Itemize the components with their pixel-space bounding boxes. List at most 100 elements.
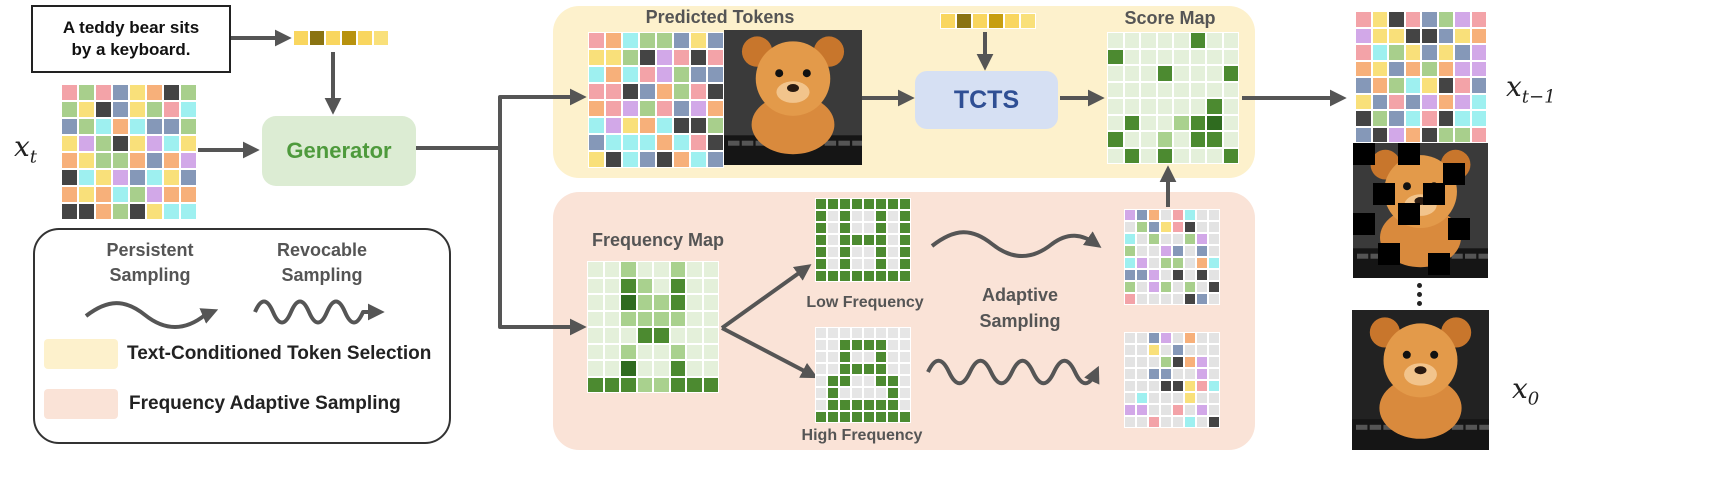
grid-cell <box>180 169 197 186</box>
prompt-line-2: by a keyboard. <box>71 40 191 59</box>
grid-cell <box>827 234 839 246</box>
grid-cell <box>686 277 703 294</box>
grid-cell <box>588 66 605 83</box>
grid-cell <box>1172 257 1184 269</box>
grid-cell <box>1136 281 1148 293</box>
grid-cell <box>1107 147 1124 164</box>
grid-cell <box>827 351 839 363</box>
grid-cell <box>887 198 899 210</box>
grid-cell <box>1470 93 1487 110</box>
grid-cell <box>839 375 851 387</box>
grid-cell <box>588 134 605 151</box>
grid-cell <box>1140 65 1157 82</box>
grid-cell <box>1123 32 1140 49</box>
grid-cell <box>653 343 670 360</box>
grid-cell <box>1189 65 1206 82</box>
grid-cell <box>851 399 863 411</box>
grid-cell <box>112 135 129 152</box>
grid-cell <box>1206 65 1223 82</box>
grid-cell <box>1208 257 1220 269</box>
grid-cell <box>815 270 827 282</box>
grid-cell <box>1136 233 1148 245</box>
grid-cell <box>112 203 129 220</box>
grid-cell <box>686 261 703 278</box>
grid-cell <box>702 277 719 294</box>
grid-cell <box>875 339 887 351</box>
grid-cell <box>1160 281 1172 293</box>
grid-cell <box>899 339 911 351</box>
grid-cell <box>180 84 197 101</box>
grid-cell <box>163 152 180 169</box>
grid-cell <box>851 246 863 258</box>
grid-cell <box>863 339 875 351</box>
final-teddy-photo <box>1352 310 1489 450</box>
grid-cell <box>887 399 899 411</box>
grid-cell <box>1208 404 1220 416</box>
grid-cell <box>863 363 875 375</box>
grid-cell <box>620 261 637 278</box>
grid-cell <box>1136 245 1148 257</box>
grid-cell <box>887 222 899 234</box>
grid-cell <box>827 210 839 222</box>
grid-cell <box>95 203 112 220</box>
grid-cell <box>1123 131 1140 148</box>
grid-cell <box>1148 233 1160 245</box>
grid-cell <box>1437 110 1454 127</box>
grid-cell <box>163 84 180 101</box>
grid-cell <box>827 327 839 339</box>
grid-cell <box>1437 60 1454 77</box>
grid-cell <box>1140 147 1157 164</box>
grid-cell <box>1421 77 1438 94</box>
grid-cell <box>887 363 899 375</box>
grid-cell <box>620 327 637 344</box>
grid-cell <box>636 376 653 393</box>
grid-cell <box>690 83 707 100</box>
grid-cell <box>1355 44 1372 61</box>
grid-cell <box>1206 114 1223 131</box>
grid-cell <box>1156 147 1173 164</box>
grid-cell <box>1454 77 1471 94</box>
grid-cell <box>1124 269 1136 281</box>
grid-cell <box>61 203 78 220</box>
grid-cell <box>1454 126 1471 143</box>
grid-cell <box>78 186 95 203</box>
grid-cell <box>636 327 653 344</box>
output-token-grid <box>1355 11 1487 143</box>
grid-cell <box>587 277 604 294</box>
grid-cell <box>1208 392 1220 404</box>
grid-cell <box>1404 126 1421 143</box>
grid-cell <box>341 30 357 46</box>
grid-cell <box>1196 281 1208 293</box>
grid-cell <box>1208 416 1220 428</box>
grid-cell <box>707 66 724 83</box>
grid-cell <box>815 222 827 234</box>
grid-cell <box>1172 209 1184 221</box>
grid-cell <box>875 222 887 234</box>
grid-cell <box>863 399 875 411</box>
grid-cell <box>669 327 686 344</box>
text-embedding-strip-tcts <box>940 13 1036 29</box>
grid-cell <box>815 327 827 339</box>
grid-cell <box>1184 380 1196 392</box>
grid-cell <box>827 258 839 270</box>
grid-cell <box>1222 32 1239 49</box>
grid-cell <box>1208 233 1220 245</box>
grid-cell <box>1160 221 1172 233</box>
grid-cell <box>1208 245 1220 257</box>
grid-cell <box>1371 77 1388 94</box>
grid-cell <box>656 100 673 117</box>
grid-cell <box>61 84 78 101</box>
grid-cell <box>1404 11 1421 28</box>
grid-cell <box>639 134 656 151</box>
grid-cell <box>180 101 197 118</box>
grid-cell <box>1371 93 1388 110</box>
grid-cell <box>1136 380 1148 392</box>
grid-cell <box>707 32 724 49</box>
grid-cell <box>669 261 686 278</box>
grid-cell <box>1196 368 1208 380</box>
grid-cell <box>851 222 863 234</box>
grid-cell <box>851 198 863 210</box>
generator-label: Generator <box>286 138 392 163</box>
grid-cell <box>129 169 146 186</box>
